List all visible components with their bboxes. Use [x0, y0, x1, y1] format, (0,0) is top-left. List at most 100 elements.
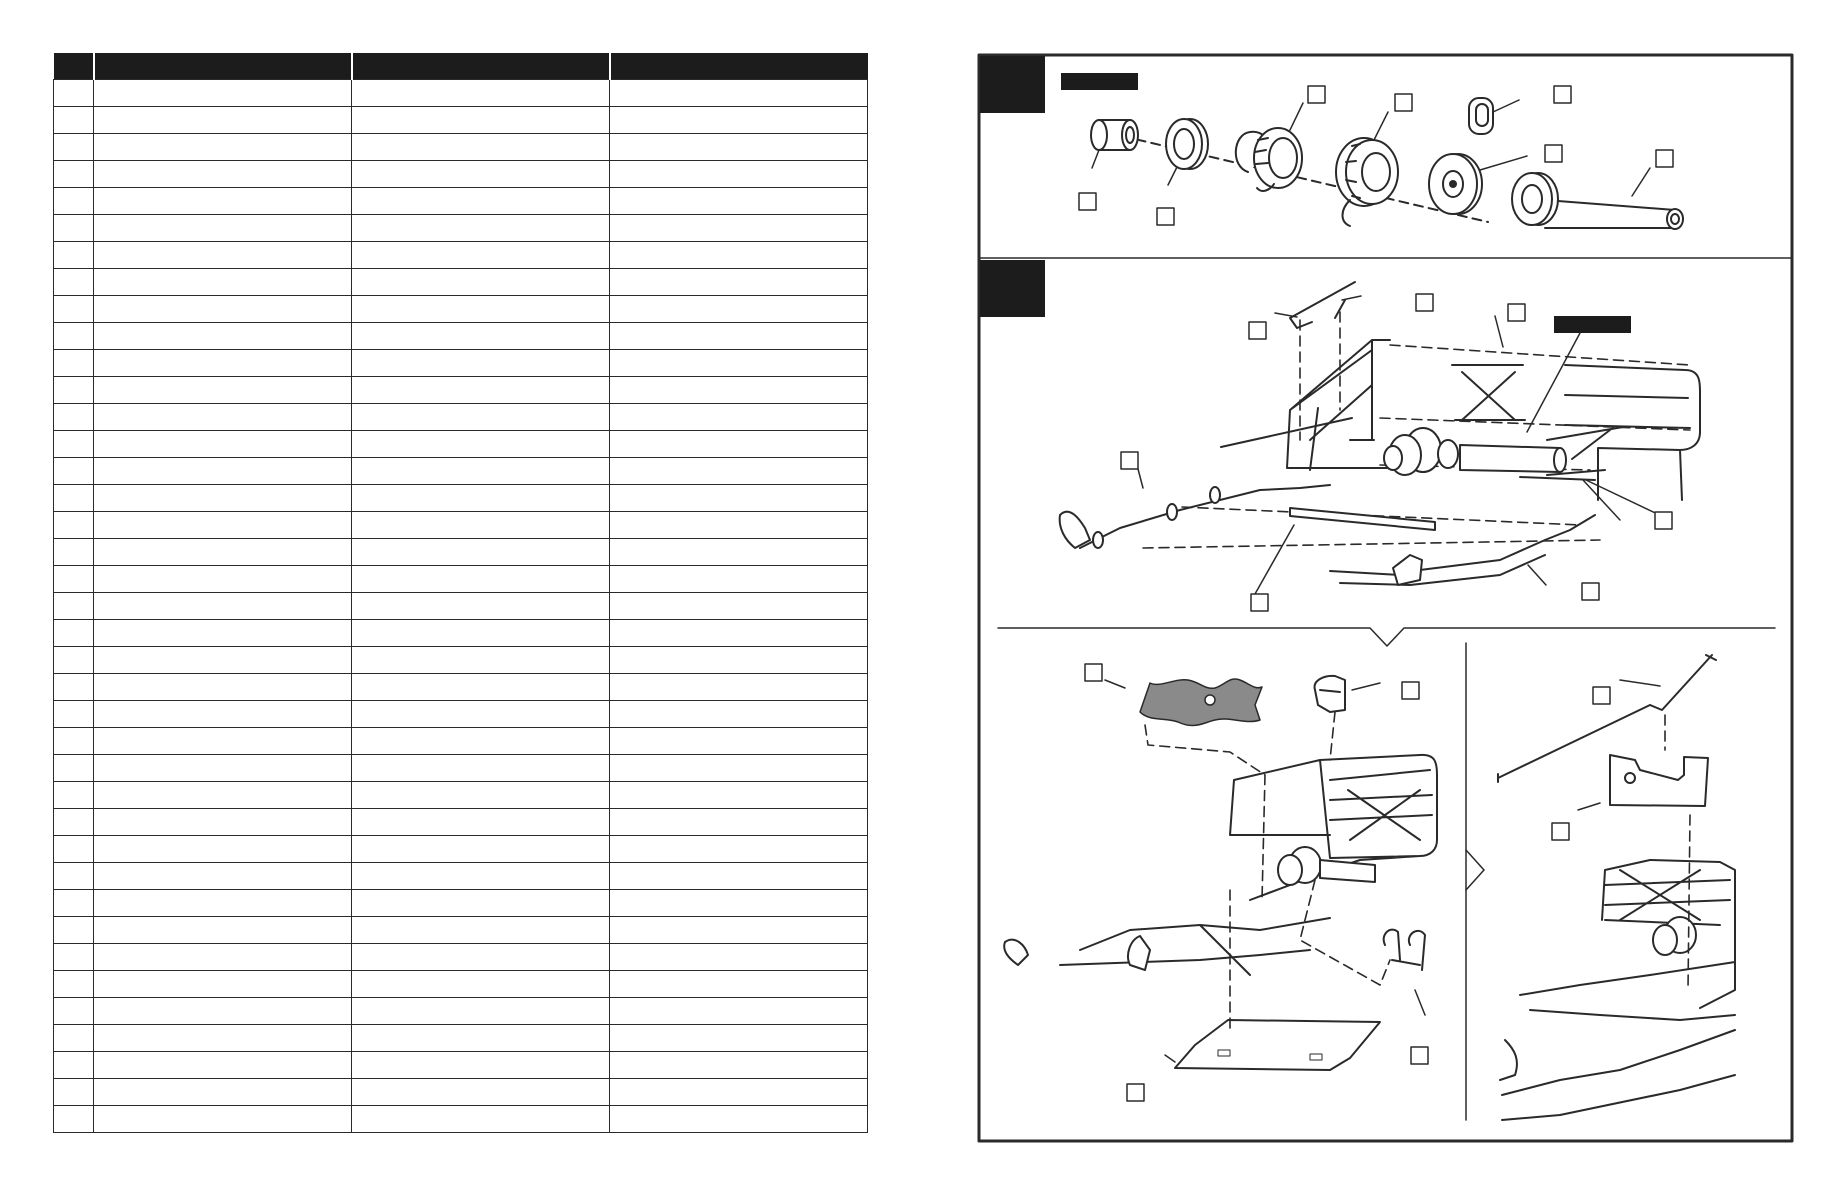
- parts-list-header-no: [53, 53, 94, 80]
- rear-cross-tubes: [1220, 417, 1624, 481]
- parts-list-row: [53, 295, 868, 323]
- part-description-cell: [351, 997, 610, 1025]
- part-name-cell: [93, 160, 352, 188]
- part-name-cell: [93, 268, 352, 296]
- part-name-cell: [93, 727, 352, 755]
- part-qty-cell: [609, 133, 868, 161]
- part-qty-cell: [609, 1105, 868, 1133]
- part-description-cell: [351, 511, 610, 539]
- callout-box: [1084, 663, 1103, 682]
- instructions-frame: [977, 53, 1794, 1143]
- part-name-cell: [93, 376, 352, 404]
- part-qty-cell: [609, 592, 868, 620]
- part-qty-cell: [609, 403, 868, 431]
- row-number-cell: [53, 214, 94, 242]
- part-qty-cell: [609, 295, 868, 323]
- part-description-cell: [351, 700, 610, 728]
- part-qty-cell: [609, 943, 868, 971]
- callout-box: [1507, 303, 1526, 322]
- part-description-cell: [351, 457, 610, 485]
- row-number-cell: [53, 1078, 94, 1106]
- callout-box: [1581, 582, 1600, 601]
- part-qty-cell: [609, 268, 868, 296]
- parts-list-row: [53, 700, 868, 728]
- part-description-cell: [351, 349, 610, 377]
- parts-list-row: [53, 754, 868, 782]
- part-description-cell: [351, 268, 610, 296]
- row-number-cell: [53, 1105, 94, 1133]
- tie-rod-ends: [1497, 654, 1717, 783]
- subview-arrow: [1465, 849, 1485, 891]
- part-description-cell: [351, 808, 610, 836]
- rear-cage: [1564, 364, 1701, 501]
- part-description-cell: [351, 160, 610, 188]
- row-number-cell: [53, 511, 94, 539]
- parts-list-row: [53, 538, 868, 566]
- shock-mount-part: [1382, 928, 1426, 971]
- part-name-cell: [93, 835, 352, 863]
- row-number-cell: [53, 889, 94, 917]
- row-number-cell: [53, 430, 94, 458]
- part-name-cell: [93, 241, 352, 269]
- step-2-diagram: [1058, 281, 1701, 612]
- seat-mount-plate: [1139, 678, 1263, 727]
- part-name-cell: [93, 997, 352, 1025]
- parts-list-header: [53, 53, 868, 80]
- part-description-cell: [351, 727, 610, 755]
- callout-box: [1250, 593, 1269, 612]
- part-name-cell: [93, 430, 352, 458]
- step-1-leaders: [1091, 99, 1651, 197]
- step-1-marker: [980, 56, 1045, 113]
- bracket-plate: [1609, 754, 1709, 807]
- parts-list-row: [53, 484, 868, 512]
- parts-list-row: [53, 862, 868, 890]
- parts-list-row: [53, 1024, 868, 1052]
- subview-a-diagram: [1003, 663, 1438, 1102]
- cross-brace: [1451, 364, 1526, 421]
- callout-box: [1553, 85, 1572, 104]
- part-qty-cell: [609, 187, 868, 215]
- callout-box: [1410, 1046, 1429, 1065]
- part-description-cell: [351, 214, 610, 242]
- part-description-cell: [351, 943, 610, 971]
- part-name-cell: [93, 970, 352, 998]
- parts-list-row: [53, 376, 868, 404]
- row-number-cell: [53, 538, 94, 566]
- row-number-cell: [53, 808, 94, 836]
- parts-list-table: [53, 53, 868, 1133]
- subview-a-dashed: [1144, 711, 1391, 1031]
- subview-a-frame: [1059, 753, 1438, 976]
- row-number-cell: [53, 970, 94, 998]
- axle-part: [1511, 172, 1684, 230]
- part-qty-cell: [609, 997, 868, 1025]
- part-description-cell: [351, 241, 610, 269]
- part-description-cell: [351, 322, 610, 350]
- row-number-cell: [53, 322, 94, 350]
- steering-linkage: [1289, 281, 1356, 329]
- callout-box: [1654, 511, 1673, 530]
- row-number-cell: [53, 619, 94, 647]
- parts-list-row: [53, 268, 868, 296]
- part-name-cell: [93, 862, 352, 890]
- part-qty-cell: [609, 484, 868, 512]
- row-number-cell: [53, 79, 94, 107]
- parts-list-row: [53, 970, 868, 998]
- row-number-cell: [53, 349, 94, 377]
- parts-list-header-qty: [608, 53, 868, 80]
- row-number-cell: [53, 781, 94, 809]
- row-number-cell: [53, 1024, 94, 1052]
- row-number-cell: [53, 943, 94, 971]
- clip-part: [1468, 97, 1494, 135]
- callout-box: [1415, 293, 1434, 312]
- row-number-cell: [53, 862, 94, 890]
- row-number-cell: [53, 403, 94, 431]
- part-name-cell: [93, 295, 352, 323]
- callout-box: [1551, 822, 1570, 841]
- step-1-callouts: [1078, 85, 1674, 226]
- step-1-tag: [1061, 73, 1138, 90]
- part-qty-cell: [609, 565, 868, 593]
- part-description-cell: [351, 1078, 610, 1106]
- parts-list-row: [53, 673, 868, 701]
- parts-list-row: [53, 187, 868, 215]
- row-number-cell: [53, 754, 94, 782]
